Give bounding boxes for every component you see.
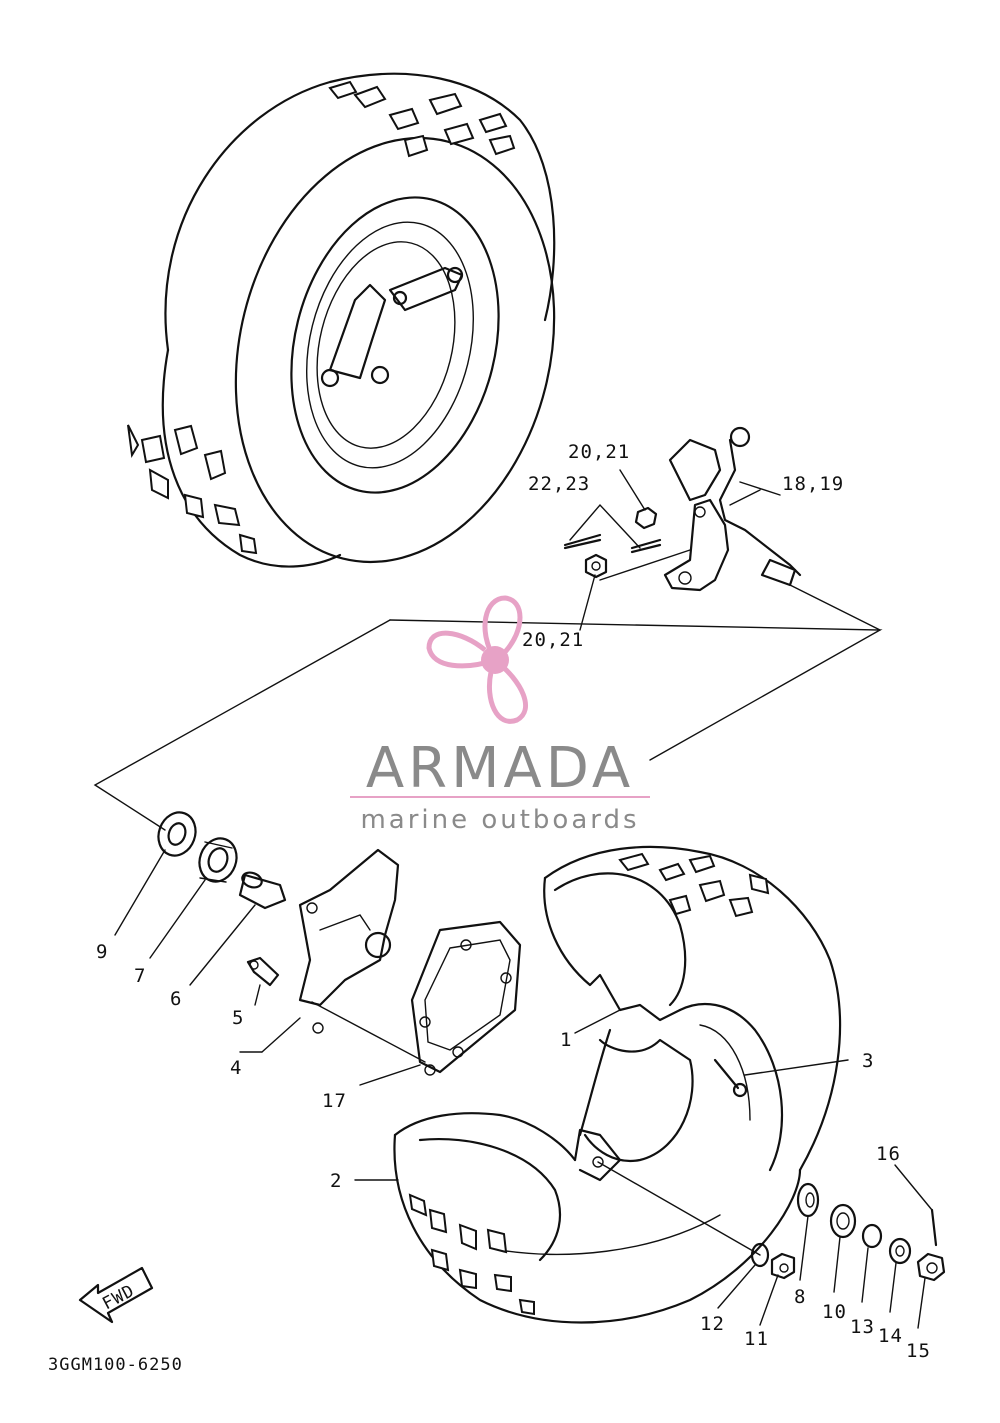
brand-underline [350, 796, 650, 798]
label-part-1: 1 [560, 1029, 572, 1051]
propeller-hub [481, 646, 509, 674]
propeller-blade-left [426, 630, 496, 669]
label-part-20-21-bottom: 20,21 [522, 629, 584, 651]
label-part-3: 3 [862, 1050, 874, 1072]
label-part-22-23: 22,23 [528, 473, 590, 495]
label-part-9: 9 [96, 941, 108, 963]
brand-name: ARMADA [366, 736, 634, 801]
label-part-11: 11 [744, 1328, 769, 1350]
leader-lines-lower [114, 849, 933, 1329]
label-part-14: 14 [878, 1325, 903, 1347]
propeller-blade-right [487, 658, 528, 724]
label-part-2: 2 [330, 1170, 342, 1192]
oil-seal-9 [157, 811, 197, 857]
tire-inner-half [393, 1112, 802, 1324]
label-part-6: 6 [170, 988, 182, 1010]
label-part-18-19: 18,19 [782, 473, 844, 495]
brake-disc-17 [410, 920, 522, 1076]
diagram-code: 3GGM100-6250 [48, 1355, 183, 1375]
oil-seal-10 [829, 1203, 857, 1239]
castle-nut-lower [584, 553, 608, 579]
part-labels: 20,21 22,23 18,19 20,21 9 7 6 5 4 17 1 3… [96, 441, 931, 1362]
label-part-17: 17 [322, 1090, 347, 1112]
washer-14 [888, 1237, 912, 1265]
label-part-15: 15 [906, 1340, 931, 1362]
label-part-7: 7 [134, 965, 146, 987]
label-part-4: 4 [230, 1057, 242, 1079]
steering-knuckle [663, 426, 802, 592]
tire-outer-half [543, 845, 842, 1172]
washer-12 [750, 1242, 770, 1268]
armada-watermark: ARMADA marine outboards [350, 595, 650, 835]
castle-nut-upper [634, 506, 658, 530]
label-part-16: 16 [876, 1143, 901, 1165]
brand-tagline: marine outboards [360, 805, 639, 835]
valve-stem-3 [713, 1058, 748, 1098]
castle-nut-15 [916, 1252, 946, 1282]
fwd-arrow-icon: FWD [78, 1266, 154, 1324]
leader-lines-upper [569, 469, 761, 631]
label-part-5: 5 [232, 1007, 244, 1029]
bearing-8 [796, 1182, 820, 1218]
cotter-pin-16 [930, 1208, 938, 1247]
label-part-12: 12 [700, 1313, 725, 1335]
propeller-blade-top [482, 595, 523, 662]
nut-11 [770, 1252, 796, 1280]
bearing-7 [198, 837, 238, 883]
label-part-10: 10 [822, 1301, 847, 1323]
wheel-hub-4 [298, 848, 400, 1034]
upper-wheel-assembly [127, 72, 556, 568]
cotter-pin [563, 533, 662, 554]
label-part-8: 8 [794, 1286, 806, 1308]
label-part-13: 13 [850, 1316, 875, 1338]
washer-13 [861, 1223, 883, 1249]
spacer-6 [238, 871, 287, 910]
assembly-outline [93, 584, 883, 831]
wheel-rim-1 [583, 1038, 694, 1168]
fwd-label: FWD [99, 1281, 138, 1314]
propeller-logo [426, 595, 528, 724]
label-part-20-21-top: 20,21 [568, 441, 630, 463]
hub-bolt-5 [246, 956, 280, 987]
